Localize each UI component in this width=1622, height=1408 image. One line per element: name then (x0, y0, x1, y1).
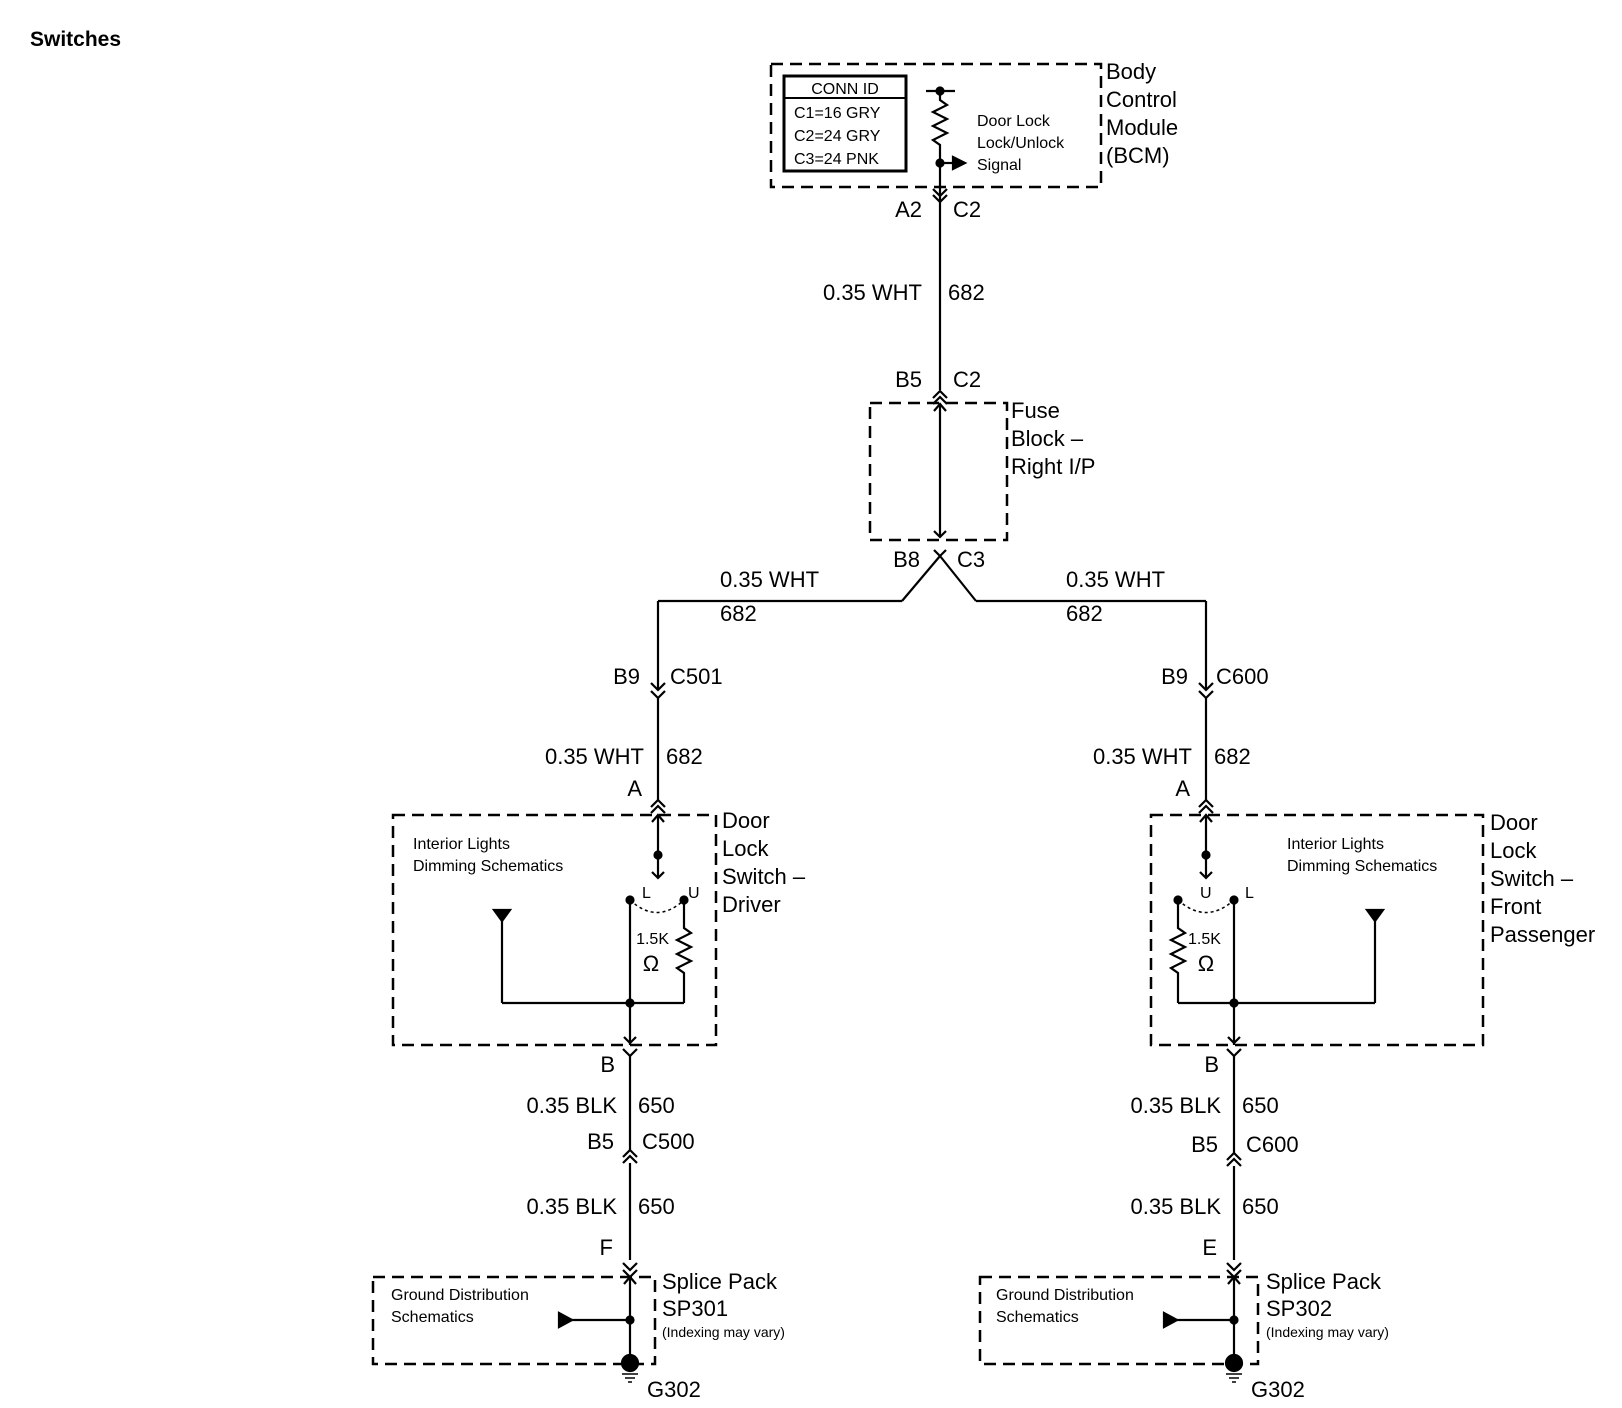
right-switch-name-3: Switch – (1490, 866, 1574, 891)
left-wire3-gauge: 0.35 BLK (526, 1093, 617, 1118)
right-wire4-circuit: 650 (1242, 1194, 1279, 1219)
bcm-name-3: Module (1106, 115, 1178, 140)
right-contact-l: L (1245, 885, 1254, 902)
bcm-connector: C2 (953, 197, 981, 222)
fuse-bottom-pin: B8 (893, 547, 920, 572)
page-title: Switches (30, 28, 122, 51)
left-inline-connector: C501 (670, 664, 723, 689)
right-wire4-gauge: 0.35 BLK (1130, 1194, 1221, 1219)
right-ground-label: G302 (1251, 1377, 1305, 1402)
left-switch-name-3: Switch – (722, 864, 806, 889)
left-wire4-circuit: 650 (638, 1194, 675, 1219)
right-switch-name-4: Front (1490, 894, 1541, 919)
right-wire2-circuit: 682 (1214, 744, 1251, 769)
right-dimming-2: Dimming Schematics (1287, 858, 1437, 875)
left-splice-pin: F (600, 1235, 613, 1260)
left-wire3-circuit: 650 (638, 1093, 675, 1118)
right-splice-name-1: Splice Pack (1266, 1269, 1382, 1294)
left-inline2-connector: C500 (642, 1129, 695, 1154)
fuse-block-box (868, 401, 1009, 542)
left-switch-name-4: Driver (722, 892, 781, 917)
right-ground-dist-1: Ground Distribution (996, 1287, 1134, 1304)
bcm-box (769, 62, 1103, 189)
right-wire1-circuit: 682 (1066, 601, 1103, 626)
right-switch-name-5: Passenger (1490, 922, 1595, 947)
signal-label-2: Lock/Unlock (977, 135, 1065, 152)
signal-label-3: Signal (977, 157, 1021, 174)
right-splice-note: (Indexing may vary) (1266, 1324, 1389, 1340)
right-switch-name-1: Door (1490, 810, 1538, 835)
right-inline-connector: C600 (1216, 664, 1269, 689)
left-wire1-gauge: 0.35 WHT (720, 567, 819, 592)
right-wire2-gauge: 0.35 WHT (1093, 744, 1192, 769)
conn-id-table (782, 74, 908, 173)
left-ground-dist-2: Schematics (391, 1309, 474, 1326)
conn-id-row-1: C1=16 GRY (794, 105, 881, 122)
left-splice-note: (Indexing may vary) (662, 1324, 785, 1340)
right-ground-dist-2: Schematics (996, 1309, 1079, 1326)
left-contact-l: L (642, 885, 651, 902)
driver-switch-box (391, 813, 718, 1047)
right-inline2-connector: C600 (1246, 1132, 1299, 1157)
conn-id-row-2: C2=24 GRY (794, 128, 881, 145)
right-switch-name-2: Lock (1490, 838, 1537, 863)
left-inline2-pin: B5 (587, 1129, 614, 1154)
right-splice-name-2: SP302 (1266, 1296, 1332, 1321)
right-inline-pin: B9 (1161, 664, 1188, 689)
left-ground-dist-1: Ground Distribution (391, 1287, 529, 1304)
right-switch-pin-bottom: B (1204, 1052, 1219, 1077)
right-dimming-1: Interior Lights (1287, 836, 1384, 853)
sp301-box (371, 1275, 657, 1366)
left-wire1-circuit: 682 (720, 601, 757, 626)
left-switch-name-2: Lock (722, 836, 769, 861)
fuse-top-pin: B5 (895, 367, 922, 392)
bcm-name-4: (BCM) (1106, 143, 1170, 168)
fuse-top-connector: C2 (953, 367, 981, 392)
left-switch-pin-top: A (627, 776, 642, 801)
left-splice-name-1: Splice Pack (662, 1269, 778, 1294)
left-contact-u: U (688, 885, 700, 902)
left-splice-name-2: SP301 (662, 1296, 728, 1321)
left-dimming-1: Interior Lights (413, 836, 510, 853)
right-wire1-gauge: 0.35 WHT (1066, 567, 1165, 592)
right-wire3-circuit: 650 (1242, 1093, 1279, 1118)
fuse-name-1: Fuse (1011, 398, 1060, 423)
right-switch-pin-top: A (1175, 776, 1190, 801)
fuse-bottom-connector: C3 (957, 547, 985, 572)
signal-label-1: Door Lock (977, 113, 1051, 130)
right-inline2-pin: B5 (1191, 1132, 1218, 1157)
right-resistor-value: 1.5K (1188, 931, 1221, 948)
left-resistor-unit: Ω (643, 951, 659, 976)
wire-top-circuit: 682 (948, 280, 985, 305)
bcm-pin: A2 (895, 197, 922, 222)
left-resistor-value: 1.5K (636, 931, 669, 948)
left-wire4-gauge: 0.35 BLK (526, 1194, 617, 1219)
right-contact-u: U (1200, 885, 1212, 902)
fuse-name-2: Block – (1011, 426, 1084, 451)
left-wire2-gauge: 0.35 WHT (545, 744, 644, 769)
conn-id-row-3: C3=24 PNK (794, 151, 879, 168)
left-wire2-circuit: 682 (666, 744, 703, 769)
passenger-switch-box (1149, 813, 1485, 1047)
left-switch-name-1: Door (722, 808, 770, 833)
fuse-name-3: Right I/P (1011, 454, 1095, 479)
right-wire3-gauge: 0.35 BLK (1130, 1093, 1221, 1118)
right-splice-pin: E (1202, 1235, 1217, 1260)
bcm-name-2: Control (1106, 87, 1177, 112)
conn-id-header: CONN ID (811, 81, 879, 98)
wire-top-gauge: 0.35 WHT (823, 280, 922, 305)
right-resistor-unit: Ω (1198, 951, 1214, 976)
left-inline-pin: B9 (613, 664, 640, 689)
sp302-box (978, 1275, 1260, 1366)
left-switch-pin-bottom: B (600, 1052, 615, 1077)
left-dimming-2: Dimming Schematics (413, 858, 563, 875)
left-ground-label: G302 (647, 1377, 701, 1402)
bcm-name-1: Body (1106, 59, 1156, 84)
